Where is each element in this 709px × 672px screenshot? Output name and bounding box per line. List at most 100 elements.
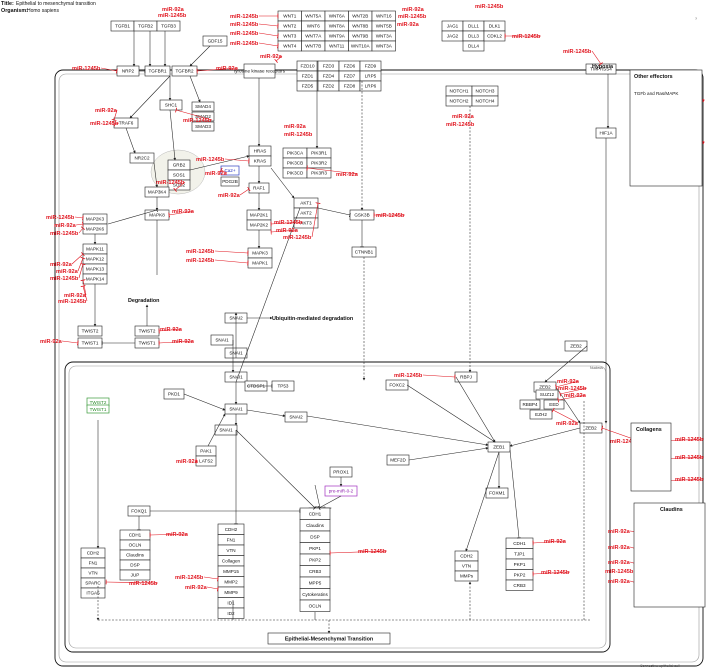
pathway-edge xyxy=(509,449,522,539)
pak1-label: PAK1 xyxy=(200,449,212,454)
wnt-cell: WNT3A xyxy=(371,30,396,42)
mapk-item: MAPK13 xyxy=(82,263,108,275)
foxm1-node: FOXM1 xyxy=(485,487,509,499)
mirna-label: miR-1245b xyxy=(158,13,187,19)
mes-marker-item: ITGA5 xyxy=(80,587,106,599)
pre-mir-label: pre-miR-0-2 xyxy=(329,489,354,494)
pak1-node: PAK1 xyxy=(195,445,217,457)
svg-text:LRP5: LRP5 xyxy=(365,74,377,79)
mirna-edge xyxy=(258,42,279,49)
mirna-label: miR-1245b xyxy=(50,276,79,282)
rbpj-label: RBPJ xyxy=(460,375,472,380)
notch-ligand-cell: DLL3 xyxy=(462,30,485,42)
mirna-label: miR-92a xyxy=(56,269,79,275)
nrp2-label: NRP2 xyxy=(122,69,135,74)
wnt-cell: WNT8A xyxy=(324,20,349,32)
svg-text:CDH2: CDH2 xyxy=(87,551,100,556)
mes-gene-item: Collagen xyxy=(217,555,245,567)
sos2-node: SOS2 xyxy=(167,179,191,191)
akt-item: AKT3 xyxy=(293,217,319,229)
mirna-edge xyxy=(214,259,249,266)
mirna-label: miR-92a xyxy=(166,532,189,538)
fzd-cell: FZD5 xyxy=(296,80,319,92)
svg-text:FZD6: FZD6 xyxy=(344,64,356,69)
zeb2c-node: ZEB2 xyxy=(579,422,603,434)
smad2-node: SMAD2 xyxy=(191,111,215,122)
svg-text:NOTCH4: NOTCH4 xyxy=(476,99,495,104)
pathway-edge xyxy=(183,393,226,411)
mirna-edge xyxy=(224,158,250,164)
mirna-label: miR-92a xyxy=(95,108,118,114)
mirna-edge xyxy=(175,107,213,121)
snai1e-label: SNAI1 xyxy=(219,428,233,433)
ctnnb1-label: CTNNB1 xyxy=(355,250,374,255)
mirna-edge xyxy=(258,32,279,39)
wnt-cell: WNT5B xyxy=(371,20,396,32)
mirna-edge xyxy=(532,571,571,577)
svg-text:WNT10A: WNT10A xyxy=(351,44,371,49)
twist2a-node: TWIST2 xyxy=(77,325,103,337)
epi-marker-item: DSP xyxy=(119,559,151,571)
svg-text:WNT7A: WNT7A xyxy=(305,34,322,39)
mirna-edge xyxy=(78,226,86,234)
mes-marker-item: VTN xyxy=(80,567,106,579)
svg-text:Claudins: Claudins xyxy=(306,523,325,528)
hif1a-node: HIF1A xyxy=(595,127,617,139)
svg-text:MAPK14: MAPK14 xyxy=(86,277,105,282)
svg-text:AKT3: AKT3 xyxy=(300,221,312,226)
lats2-label: LATS2 xyxy=(199,459,213,464)
notch-ligand-cell: JAG2 xyxy=(441,30,464,42)
svg-text:FZD2: FZD2 xyxy=(323,84,335,89)
twist2a-label: TWIST2 xyxy=(82,329,99,334)
ubiquitin-label: Ubiquitin-mediated degradation xyxy=(272,316,353,322)
epi-gene-item: PKP1 xyxy=(299,542,331,555)
map3k4-label: MAP3K4 xyxy=(148,190,167,195)
mirna-label: miR-1245b xyxy=(230,31,259,37)
svg-text:WNT8B: WNT8B xyxy=(352,24,368,29)
mes-gene-item: FN1 xyxy=(217,534,245,546)
notch-ligand-cell: CDKL2 xyxy=(483,30,506,42)
rtk-node: tyrosine kinase receptors xyxy=(234,63,286,79)
ctnnb1-node: CTNNB1 xyxy=(351,246,377,258)
mirna-label: miR-92a xyxy=(205,171,228,177)
epi-target-item: CDH1 xyxy=(505,537,534,549)
svg-text:PIK3CD: PIK3CD xyxy=(287,171,304,176)
other-effectors-panel xyxy=(629,69,703,187)
mirna-label: miR-92a xyxy=(397,22,420,28)
akt-item: AKT2 xyxy=(293,207,319,219)
foxq1-node: FOXQ1 xyxy=(127,505,151,517)
tp53-node: TP53 xyxy=(271,380,295,392)
svg-text:NOTCH3: NOTCH3 xyxy=(476,89,495,94)
mirna-label: miR-1245b xyxy=(398,14,427,20)
tgfbr2-node: TGFBR2 xyxy=(171,65,198,77)
tgf-ligand-item: TGFB3 xyxy=(156,20,181,32)
svg-text:WNT16: WNT16 xyxy=(376,14,392,19)
mirna-label: miR-92a xyxy=(608,560,631,566)
mirna-edge xyxy=(206,586,219,592)
svg-text:FZD3: FZD3 xyxy=(323,64,335,69)
svg-text:CRB3: CRB3 xyxy=(309,569,322,574)
pik3-cell: PIK3CD xyxy=(282,167,308,179)
svg-text:TJP1: TJP1 xyxy=(514,551,525,556)
twist1a-node: TWIST1 xyxy=(77,337,103,349)
mirna-label: miR-92a xyxy=(608,579,631,585)
fzd-cell: FZD6 xyxy=(338,60,361,72)
pik3-cell: PIK3R1 xyxy=(306,147,332,159)
kras-node: KRAS xyxy=(248,155,272,167)
mapk-item: MAPK12 xyxy=(82,253,108,265)
tgfbr2-label: TGFBR2 xyxy=(175,69,194,74)
mef2d-node: MEF2D xyxy=(386,454,410,466)
pkd1-node: PKD1 xyxy=(163,388,185,400)
mirna-label: miR-92a xyxy=(336,172,359,178)
pathway-edge xyxy=(125,127,136,154)
grb2-label: GRB2 xyxy=(173,163,186,168)
svg-text:MAPK13: MAPK13 xyxy=(86,267,105,272)
svg-text:CRB3: CRB3 xyxy=(513,583,526,588)
mef2d-label: MEF2D xyxy=(390,458,406,463)
fzd-cell: LRP6 xyxy=(359,80,382,92)
mirna-label: miR-92a xyxy=(260,54,283,60)
mirna-edge xyxy=(219,167,228,174)
notch-cell: NOTCH2 xyxy=(445,95,473,107)
mirna-label: miR-1245b xyxy=(376,213,405,219)
